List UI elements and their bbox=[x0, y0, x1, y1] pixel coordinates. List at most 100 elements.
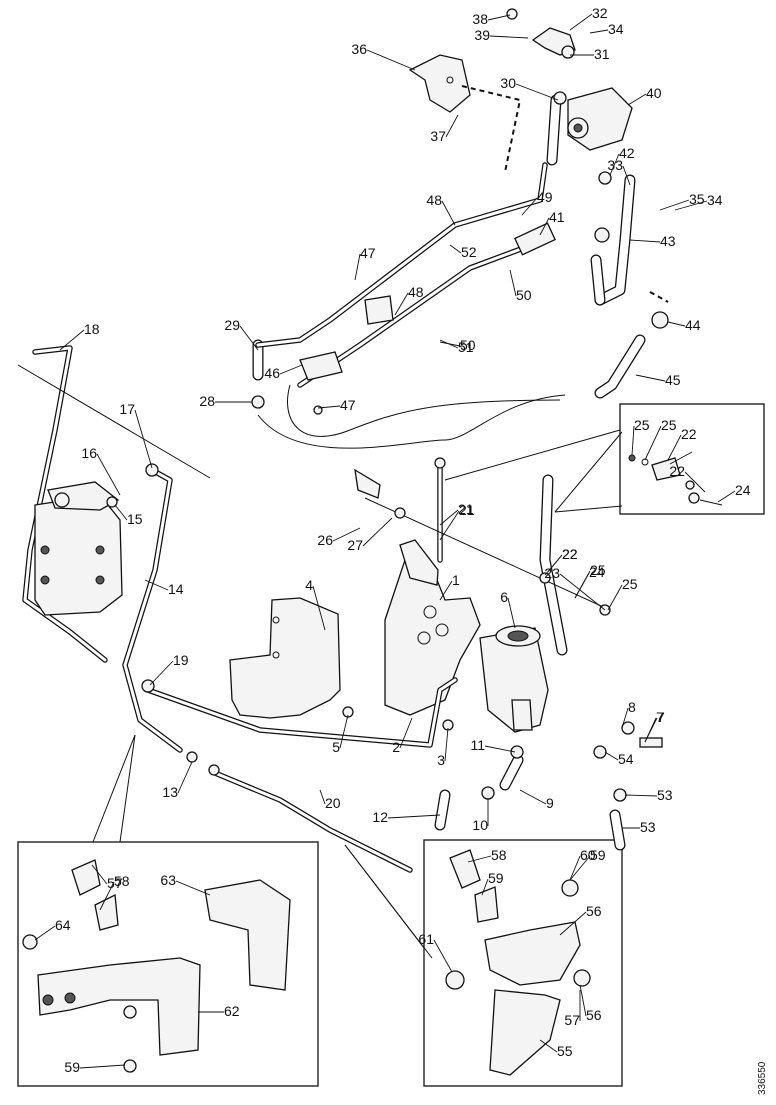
callout-24-7: 24 bbox=[589, 564, 605, 580]
document-number: 336550 bbox=[757, 1061, 768, 1095]
callout-leader-47 bbox=[317, 405, 341, 409]
callout-leader-58 bbox=[467, 855, 492, 863]
callout-1: 1 bbox=[452, 572, 460, 588]
callout-49: 49 bbox=[537, 189, 553, 205]
callout-61: 61 bbox=[418, 931, 434, 947]
callout-leader-46 bbox=[279, 364, 303, 375]
callout-leader-2 bbox=[399, 717, 413, 749]
callout-21-5: 21 bbox=[458, 501, 474, 517]
callout-leader-32 bbox=[569, 13, 593, 31]
callout-8: 8 bbox=[628, 699, 636, 715]
callout-leader-23 bbox=[559, 573, 606, 611]
callout-4: 4 bbox=[305, 577, 313, 593]
callout-leader-56 bbox=[559, 911, 587, 936]
detail-left-parts bbox=[22, 859, 291, 1073]
callout-leader-13 bbox=[177, 761, 193, 794]
callout-37: 37 bbox=[430, 128, 446, 144]
callout-7-9: 7 bbox=[656, 709, 664, 725]
callout-34: 34 bbox=[608, 21, 624, 37]
callout-3: 3 bbox=[437, 752, 445, 768]
callout-30: 30 bbox=[500, 75, 516, 91]
callout-34-11: 34 bbox=[707, 192, 723, 208]
callout-leader-11 bbox=[484, 745, 516, 753]
callout-leader-22 bbox=[547, 554, 563, 573]
upper-valve-assembly bbox=[408, 27, 669, 303]
callout-18: 18 bbox=[84, 321, 100, 337]
callout-26: 26 bbox=[317, 532, 333, 548]
callout-leader-34 bbox=[674, 200, 708, 211]
callout-leader-19 bbox=[149, 660, 174, 686]
detail-box-bracket-right bbox=[423, 839, 623, 1087]
callout-5: 5 bbox=[332, 739, 340, 755]
callout-leader-27 bbox=[362, 517, 393, 547]
callout-59: 59 bbox=[488, 870, 504, 886]
callout-33: 33 bbox=[607, 157, 623, 173]
callout-58-20: 58 bbox=[114, 873, 130, 889]
callout-14: 14 bbox=[168, 581, 184, 597]
callout-47-2: 47 bbox=[360, 245, 376, 261]
callout-leader-30 bbox=[515, 83, 559, 101]
callout-58: 58 bbox=[491, 847, 507, 863]
callout-39: 39 bbox=[474, 27, 490, 43]
callout-leader-55 bbox=[539, 1039, 558, 1053]
callout-27: 27 bbox=[347, 537, 363, 553]
callout-22-14: 22 bbox=[669, 463, 685, 479]
callout-32: 32 bbox=[592, 5, 608, 21]
callout-leader-43 bbox=[629, 239, 661, 243]
callout-leader-22 bbox=[684, 471, 706, 493]
callout-56-18: 56 bbox=[586, 1007, 602, 1023]
callout-10: 10 bbox=[472, 817, 488, 833]
callout-leader-48 bbox=[441, 200, 456, 226]
callout-leader-4 bbox=[312, 585, 326, 631]
callout-leader-6 bbox=[507, 597, 516, 629]
callout-46: 46 bbox=[264, 365, 280, 381]
detail-box-bracket-left bbox=[17, 841, 319, 1087]
callout-53: 53 bbox=[640, 819, 656, 835]
callout-22-15: 22 bbox=[681, 426, 697, 442]
callout-leader-29 bbox=[239, 325, 259, 351]
callout-60: 60 bbox=[580, 847, 596, 863]
callout-7: 7 bbox=[657, 709, 665, 725]
callout-leader-47 bbox=[354, 253, 361, 281]
callout-leader-45 bbox=[635, 374, 666, 382]
callout-21: 21 bbox=[459, 502, 475, 518]
callout-leader-26 bbox=[332, 527, 361, 542]
callout-leader-59 bbox=[569, 855, 591, 881]
callout-leader-16 bbox=[96, 453, 121, 496]
callout-leader-40 bbox=[627, 93, 647, 106]
callout-59-13: 59 bbox=[590, 847, 606, 863]
callout-leader-58 bbox=[99, 881, 115, 911]
callout-17: 17 bbox=[119, 401, 135, 417]
callout-leader-24 bbox=[574, 572, 590, 599]
callout-6: 6 bbox=[500, 589, 508, 605]
callout-43: 43 bbox=[660, 233, 676, 249]
callout-leader-53 bbox=[624, 794, 658, 797]
callout-leader-25 bbox=[644, 425, 662, 461]
callout-2: 2 bbox=[392, 739, 400, 755]
callout-leader-21 bbox=[439, 509, 459, 526]
callout-leader-34 bbox=[589, 29, 609, 34]
callout-25-8: 25 bbox=[622, 576, 638, 592]
callout-52: 52 bbox=[461, 244, 477, 260]
callout-leader-50 bbox=[439, 341, 461, 347]
construction-lines bbox=[17, 364, 621, 611]
callout-59-12: 59 bbox=[64, 1059, 80, 1075]
callout-45: 45 bbox=[665, 372, 681, 388]
callout-48-3: 48 bbox=[408, 284, 424, 300]
callout-leader-14 bbox=[144, 579, 169, 591]
callout-leader-61 bbox=[433, 939, 453, 973]
detail-pointers bbox=[92, 431, 623, 959]
callout-leader-50 bbox=[509, 269, 517, 297]
callout-leader-9 bbox=[519, 789, 547, 805]
callout-leader-33 bbox=[622, 165, 631, 186]
callout-25-17: 25 bbox=[661, 417, 677, 433]
callout-leader-59 bbox=[481, 878, 489, 896]
callout-leader-8 bbox=[621, 707, 629, 729]
callout-54: 54 bbox=[618, 751, 634, 767]
callout-28: 28 bbox=[199, 393, 215, 409]
callout-25: 25 bbox=[590, 562, 606, 578]
fasteners bbox=[141, 8, 669, 802]
detail-box-clamp bbox=[619, 403, 765, 515]
callout-50: 50 bbox=[516, 287, 532, 303]
